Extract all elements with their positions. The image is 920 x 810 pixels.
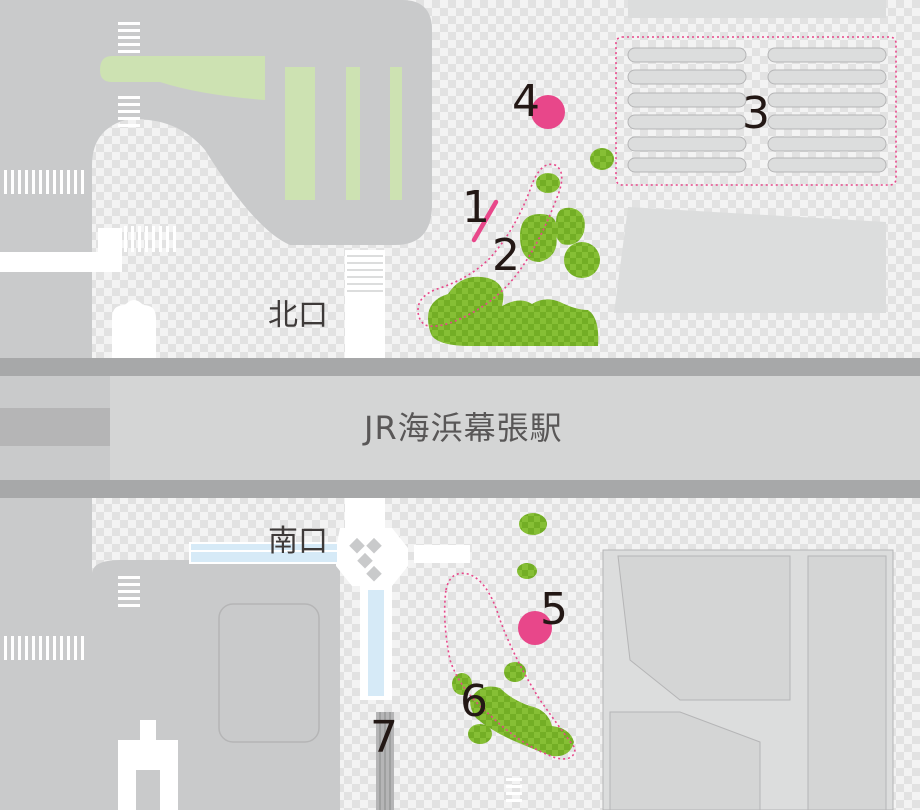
rail-band-bottom <box>0 480 920 498</box>
small-building <box>118 720 178 810</box>
building-block <box>614 207 886 313</box>
south-exit-label: 南口 <box>268 524 328 559</box>
south-walkway-water <box>368 590 384 696</box>
station-name: JR海浜幕張駅 <box>364 409 563 447</box>
tree-cluster-north <box>428 148 614 346</box>
crosswalk <box>4 576 140 660</box>
building-block <box>617 555 791 701</box>
bridge-walkway <box>189 542 339 564</box>
north-exit-label: 北口 <box>268 298 328 333</box>
marker-1-label: 1 <box>462 182 490 233</box>
building-block <box>807 555 887 810</box>
rail-band-top <box>0 358 920 376</box>
ped-path <box>414 545 470 563</box>
marker-7-label: 7 <box>370 712 398 763</box>
north-exit-stairs <box>345 250 385 358</box>
parking-stalls <box>627 47 887 173</box>
stairs-steps <box>347 255 383 292</box>
marker-4-dot <box>531 95 565 129</box>
crosswalk <box>4 22 176 252</box>
marker-1-line <box>471 199 499 243</box>
small-building <box>112 300 156 358</box>
passage-stripes <box>379 712 391 810</box>
marker-4-label: 4 <box>512 76 540 127</box>
green-area-outline <box>443 572 576 760</box>
platform-strip <box>0 408 110 446</box>
marker-5-label: 5 <box>540 584 568 635</box>
bridge-rail <box>190 550 338 552</box>
median-strip <box>346 67 360 200</box>
road-island <box>100 56 265 100</box>
building-block <box>628 0 886 18</box>
marker-5-dot <box>518 611 552 645</box>
marker-3-label: 3 <box>742 88 770 139</box>
median-strip <box>285 67 315 200</box>
marker-2-label: 2 <box>492 230 520 281</box>
crosswalk <box>506 778 522 802</box>
south-exit-deck <box>345 498 385 528</box>
station-building <box>110 376 920 480</box>
pedestrian-deck <box>0 228 122 272</box>
tree-cluster-south <box>452 513 574 757</box>
parking-area-outline <box>615 36 897 186</box>
marker-6-label: 6 <box>460 676 488 727</box>
green-area-outline <box>417 163 563 327</box>
rotary-island <box>218 603 320 743</box>
median-strip <box>390 67 402 200</box>
building-block <box>609 711 761 810</box>
